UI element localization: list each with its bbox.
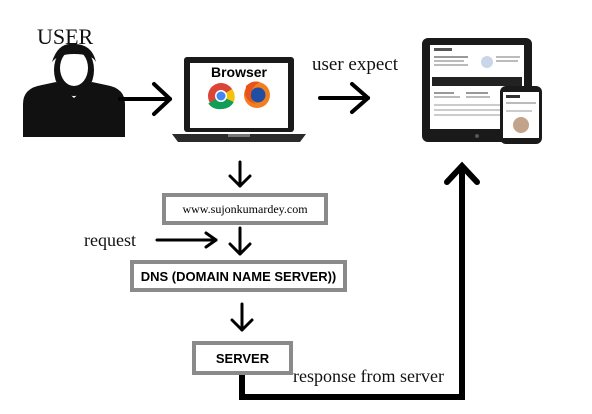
arrow-to-devices bbox=[318, 82, 370, 114]
server-box: SERVER bbox=[192, 341, 293, 375]
tablet-icon bbox=[422, 38, 532, 142]
laptop-icon bbox=[172, 57, 306, 142]
server-text: SERVER bbox=[215, 350, 270, 366]
arrow-request bbox=[155, 231, 218, 249]
phone-icon bbox=[500, 86, 542, 144]
arrow-response bbox=[239, 161, 480, 400]
url-text: www.sujonkumardey.com bbox=[182, 201, 308, 216]
user-label: USER bbox=[37, 24, 94, 49]
firefox-icon bbox=[244, 81, 270, 108]
request-label: request bbox=[84, 230, 136, 250]
response-label: response from server bbox=[293, 366, 444, 386]
arrow-down-1 bbox=[228, 160, 252, 188]
arrow-user-to-browser bbox=[118, 82, 172, 116]
user-icon bbox=[23, 43, 125, 137]
dns-text: DNS (DOMAIN NAME SERVER)) bbox=[140, 268, 337, 284]
dns-box: DNS (DOMAIN NAME SERVER)) bbox=[130, 260, 347, 292]
url-box: www.sujonkumardey.com bbox=[162, 193, 328, 225]
user-expect-label: user expect bbox=[312, 54, 398, 75]
arrow-down-3 bbox=[230, 302, 254, 332]
browser-label: Browser bbox=[210, 64, 268, 80]
chrome-icon bbox=[208, 83, 235, 110]
arrow-down-2 bbox=[228, 226, 252, 256]
